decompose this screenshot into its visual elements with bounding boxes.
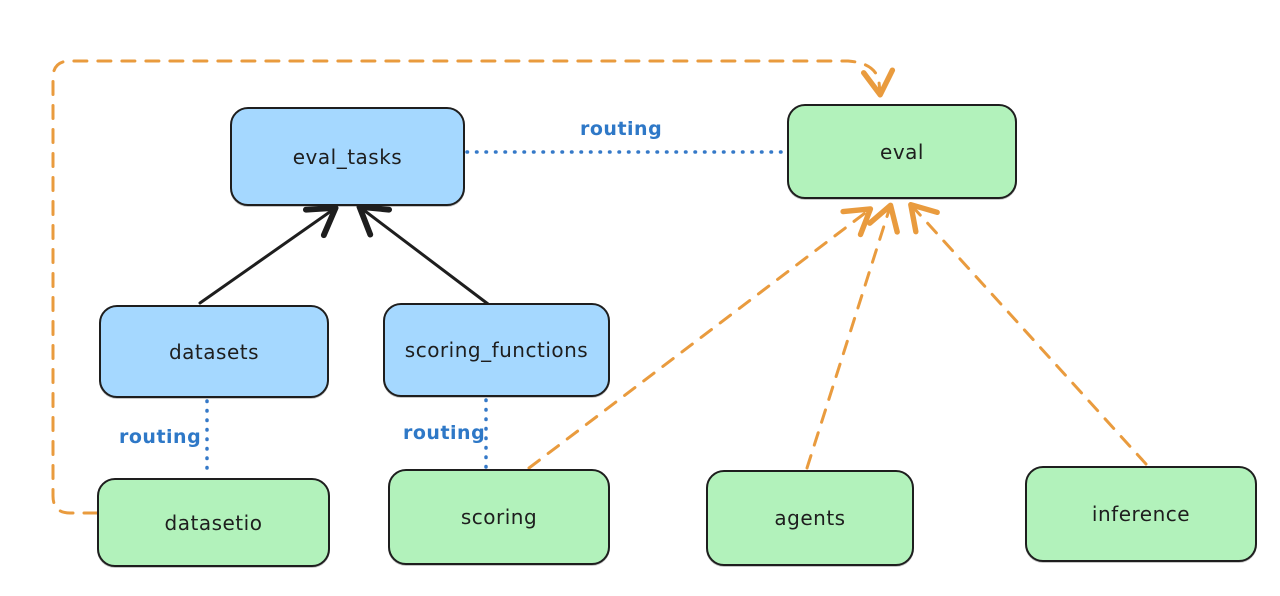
node-inference-label: inference [1091,502,1191,526]
routing-label-datasets-datasetio: routing [119,426,202,448]
routing-label-scoring-functions-scoring: routing [403,422,486,444]
edge-scoring-functions-to-eval-tasks [356,203,490,306]
node-scoring-functions-label: scoring_functions [404,338,589,362]
edge-agents-to-eval [805,202,900,470]
node-datasets: datasets [99,305,329,398]
node-eval: eval [787,104,1017,199]
node-scoring-label: scoring [460,505,538,529]
routing-label-eval-tasks-eval: routing [580,118,663,140]
node-eval-tasks-label: eval_tasks [292,144,403,169]
node-scoring-functions: scoring_functions [383,303,610,397]
node-agents: agents [706,470,914,566]
edge-inference-to-eval [908,201,1148,466]
edge-datasets-to-eval-tasks [198,204,339,305]
node-agents-label: agents [774,506,846,530]
edge-datasetio-to-eval [51,59,896,515]
node-scoring: scoring [388,469,610,565]
node-datasetio: datasetio [97,478,330,567]
node-datasets-label: datasets [168,339,260,364]
edge-scoring-to-eval [527,206,874,470]
node-inference: inference [1025,466,1257,562]
node-datasetio-label: datasetio [164,510,263,535]
node-eval-label: eval [880,139,924,164]
node-eval-tasks: eval_tasks [230,107,465,206]
